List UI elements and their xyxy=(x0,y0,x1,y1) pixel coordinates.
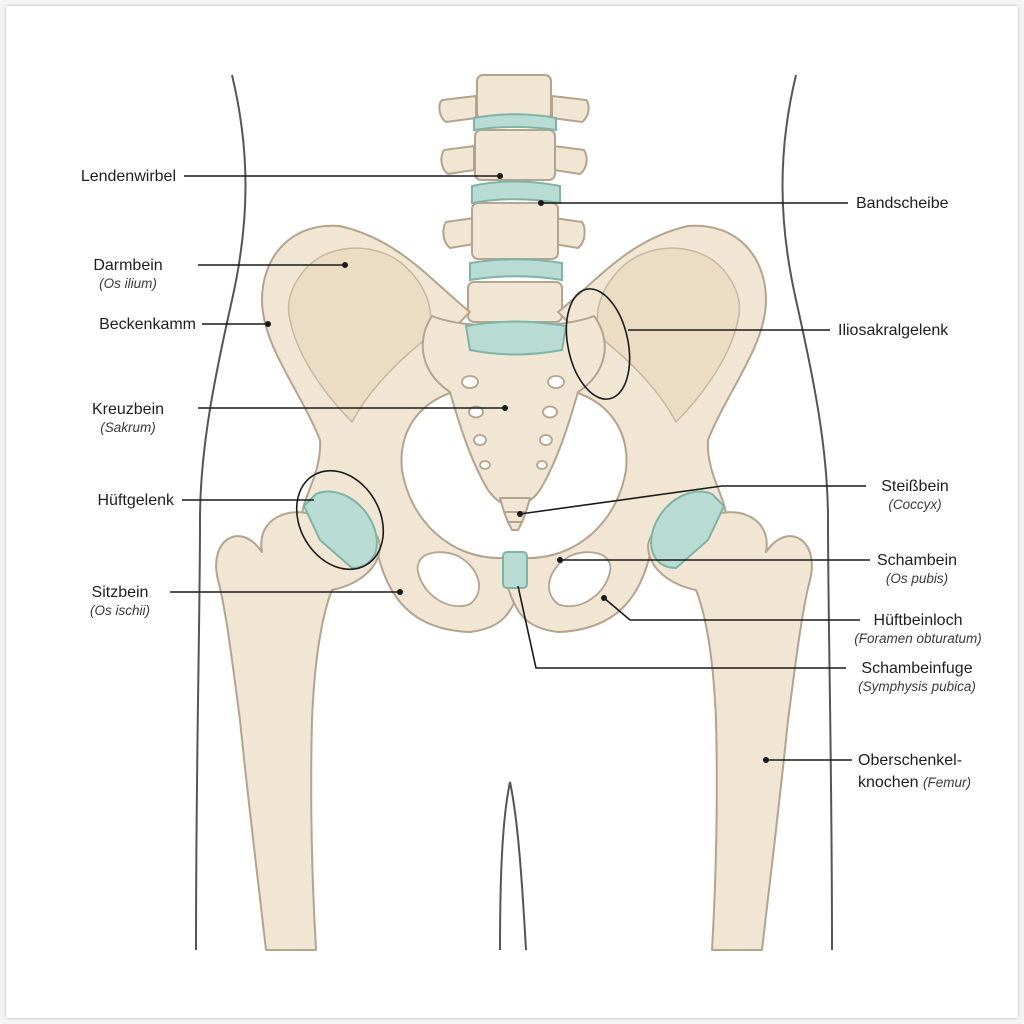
label-schambein: Schambein (Os pubis) xyxy=(877,551,957,588)
label-sitzbein-latin: (Os ischii) xyxy=(90,603,150,618)
label-steissbein: Steißbein (Coccyx) xyxy=(881,477,949,514)
label-sitzbein: Sitzbein (Os ischii) xyxy=(90,583,150,620)
hip-joint-highlight xyxy=(295,469,385,571)
label-lendenwirbel: Lendenwirbel xyxy=(81,167,176,186)
sacroiliac-joint-highlight xyxy=(565,288,631,400)
label-schambeinfuge-name: Schambeinfuge xyxy=(861,660,973,677)
label-bandscheibe: Bandscheibe xyxy=(856,194,949,213)
hip-joint-cartilage xyxy=(302,490,726,570)
label-kreuzbein: Kreuzbein (Sakrum) xyxy=(92,400,164,437)
leader-schambeinfuge xyxy=(517,585,846,669)
label-schambeinfuge: Schambeinfuge (Symphysis pubica) xyxy=(858,659,976,696)
label-hueftgelenk-name: Hüftgelenk xyxy=(97,492,175,509)
lumbar-spine xyxy=(438,74,590,323)
label-bandscheibe-name: Bandscheibe xyxy=(856,195,949,212)
label-iliosakralgelenk: Iliosakralgelenk xyxy=(838,321,948,340)
pubic-symphysis-cartilage xyxy=(502,551,528,589)
leader-steissbein xyxy=(519,485,866,515)
sacrum xyxy=(421,315,606,531)
label-steissbein-name: Steißbein xyxy=(881,478,949,495)
label-hueftbeinloch-latin: (Foramen obturatum) xyxy=(854,631,982,646)
label-steissbein-latin: (Coccyx) xyxy=(888,497,942,512)
label-darmbein-name: Darmbein xyxy=(93,257,163,274)
label-iliosakralgelenk-name: Iliosakralgelenk xyxy=(838,322,949,339)
label-hueftbeinloch-name: Hüftbeinloch xyxy=(873,612,963,629)
label-darmbein: Darmbein (Os ilium) xyxy=(93,256,162,293)
label-schambein-latin: (Os pubis) xyxy=(885,571,949,586)
label-oberschenkel-latin: (Femur) xyxy=(922,775,971,790)
label-oberschenkel-line1: Oberschenkel- xyxy=(858,752,963,769)
label-beckenkamm: Beckenkamm xyxy=(99,315,196,334)
label-hueftgelenk: Hüftgelenk xyxy=(98,491,175,510)
label-beckenkamm-name: Beckenkamm xyxy=(99,316,196,333)
label-kreuzbein-name: Kreuzbein xyxy=(91,401,165,418)
label-darmbein-latin: (Os ilium) xyxy=(99,276,157,291)
label-schambein-name: Schambein xyxy=(876,552,958,569)
body-outline xyxy=(195,74,833,951)
sacral-foramina xyxy=(461,375,565,470)
label-lendenwirbel-name: Lendenwirbel xyxy=(80,168,176,185)
leader-hueftbeinloch xyxy=(603,597,860,621)
femur-left xyxy=(215,511,381,951)
label-kreuzbein-latin: (Sakrum) xyxy=(100,420,156,435)
label-sitzbein-name: Sitzbein xyxy=(91,584,149,601)
femur-right xyxy=(647,511,813,951)
leader-lines xyxy=(170,173,870,763)
label-oberschenkel: Oberschenkel- knochen (Femur) xyxy=(858,750,971,794)
label-oberschenkel-line2: knochen xyxy=(858,774,919,791)
label-hueftbeinloch: Hüftbeinloch (Foramen obturatum) xyxy=(854,611,982,648)
label-schambeinfuge-latin: (Symphysis pubica) xyxy=(858,679,976,694)
